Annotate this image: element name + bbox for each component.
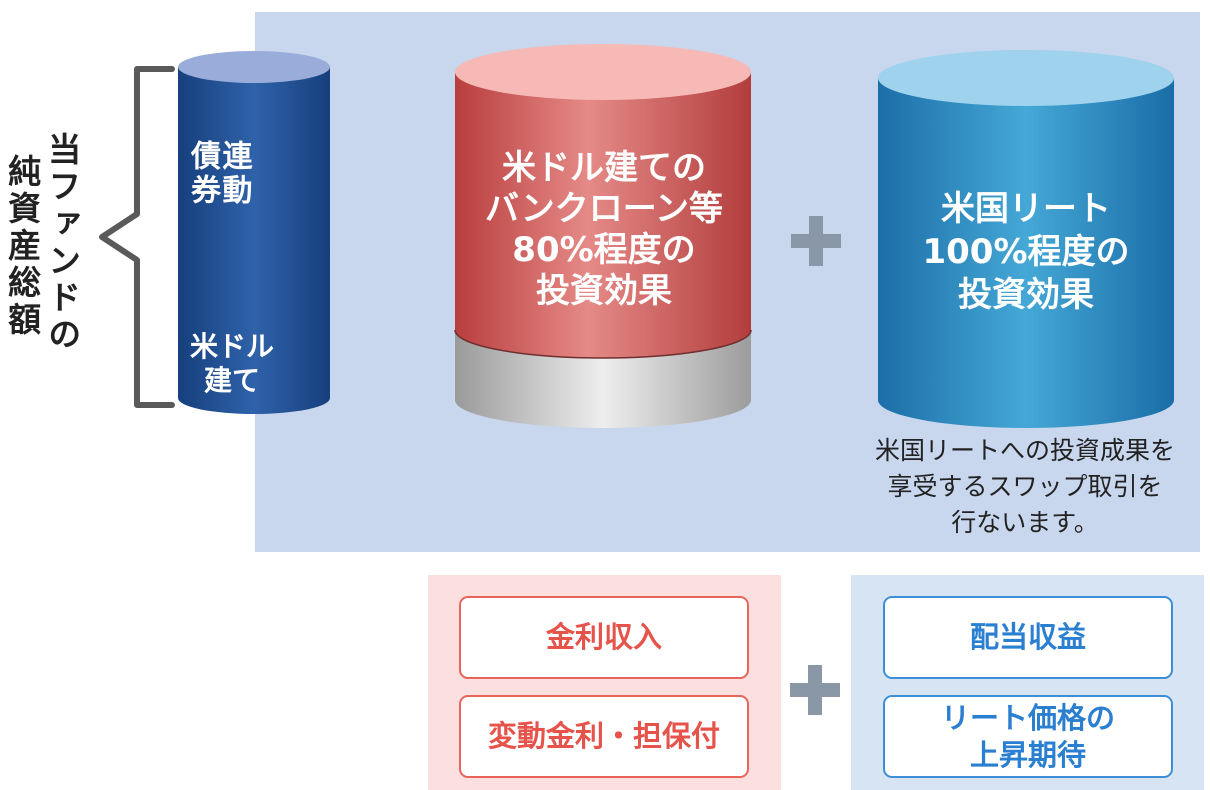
linked-bond-label: 連動 債券: [185, 140, 252, 208]
fund-net-assets-label-2: 純資産総額: [2, 154, 42, 339]
reit-cylinder: [878, 50, 1174, 428]
interest-income-box: 金利収入: [459, 596, 749, 679]
reit-text: 米国リート 100%程度の 投資効果: [922, 189, 1130, 315]
dividend-income-box: 配当収益: [883, 596, 1173, 679]
reit-price-box: リート価格の 上昇期待: [883, 695, 1173, 778]
fund-net-assets-label-1: 当ファンドの: [42, 132, 82, 354]
plus-icon-top: [791, 216, 841, 266]
bank-loan-text: 米ドル建ての バンクローン等 80%程度の 投資効果: [485, 148, 723, 311]
linked-bond-cylinder: [178, 51, 330, 414]
bracket-icon: [99, 66, 175, 408]
floating-rate-box: 変動金利・担保付: [459, 695, 749, 778]
swap-note: 米国リートへの投資成果を 享受するスワップ取引を 行ないます。: [874, 436, 1175, 537]
bank-loan-cylinder: [454, 44, 752, 428]
plus-icon-bottom: [790, 665, 840, 715]
usd-denominated-label: 米ドル 建て: [189, 330, 274, 397]
